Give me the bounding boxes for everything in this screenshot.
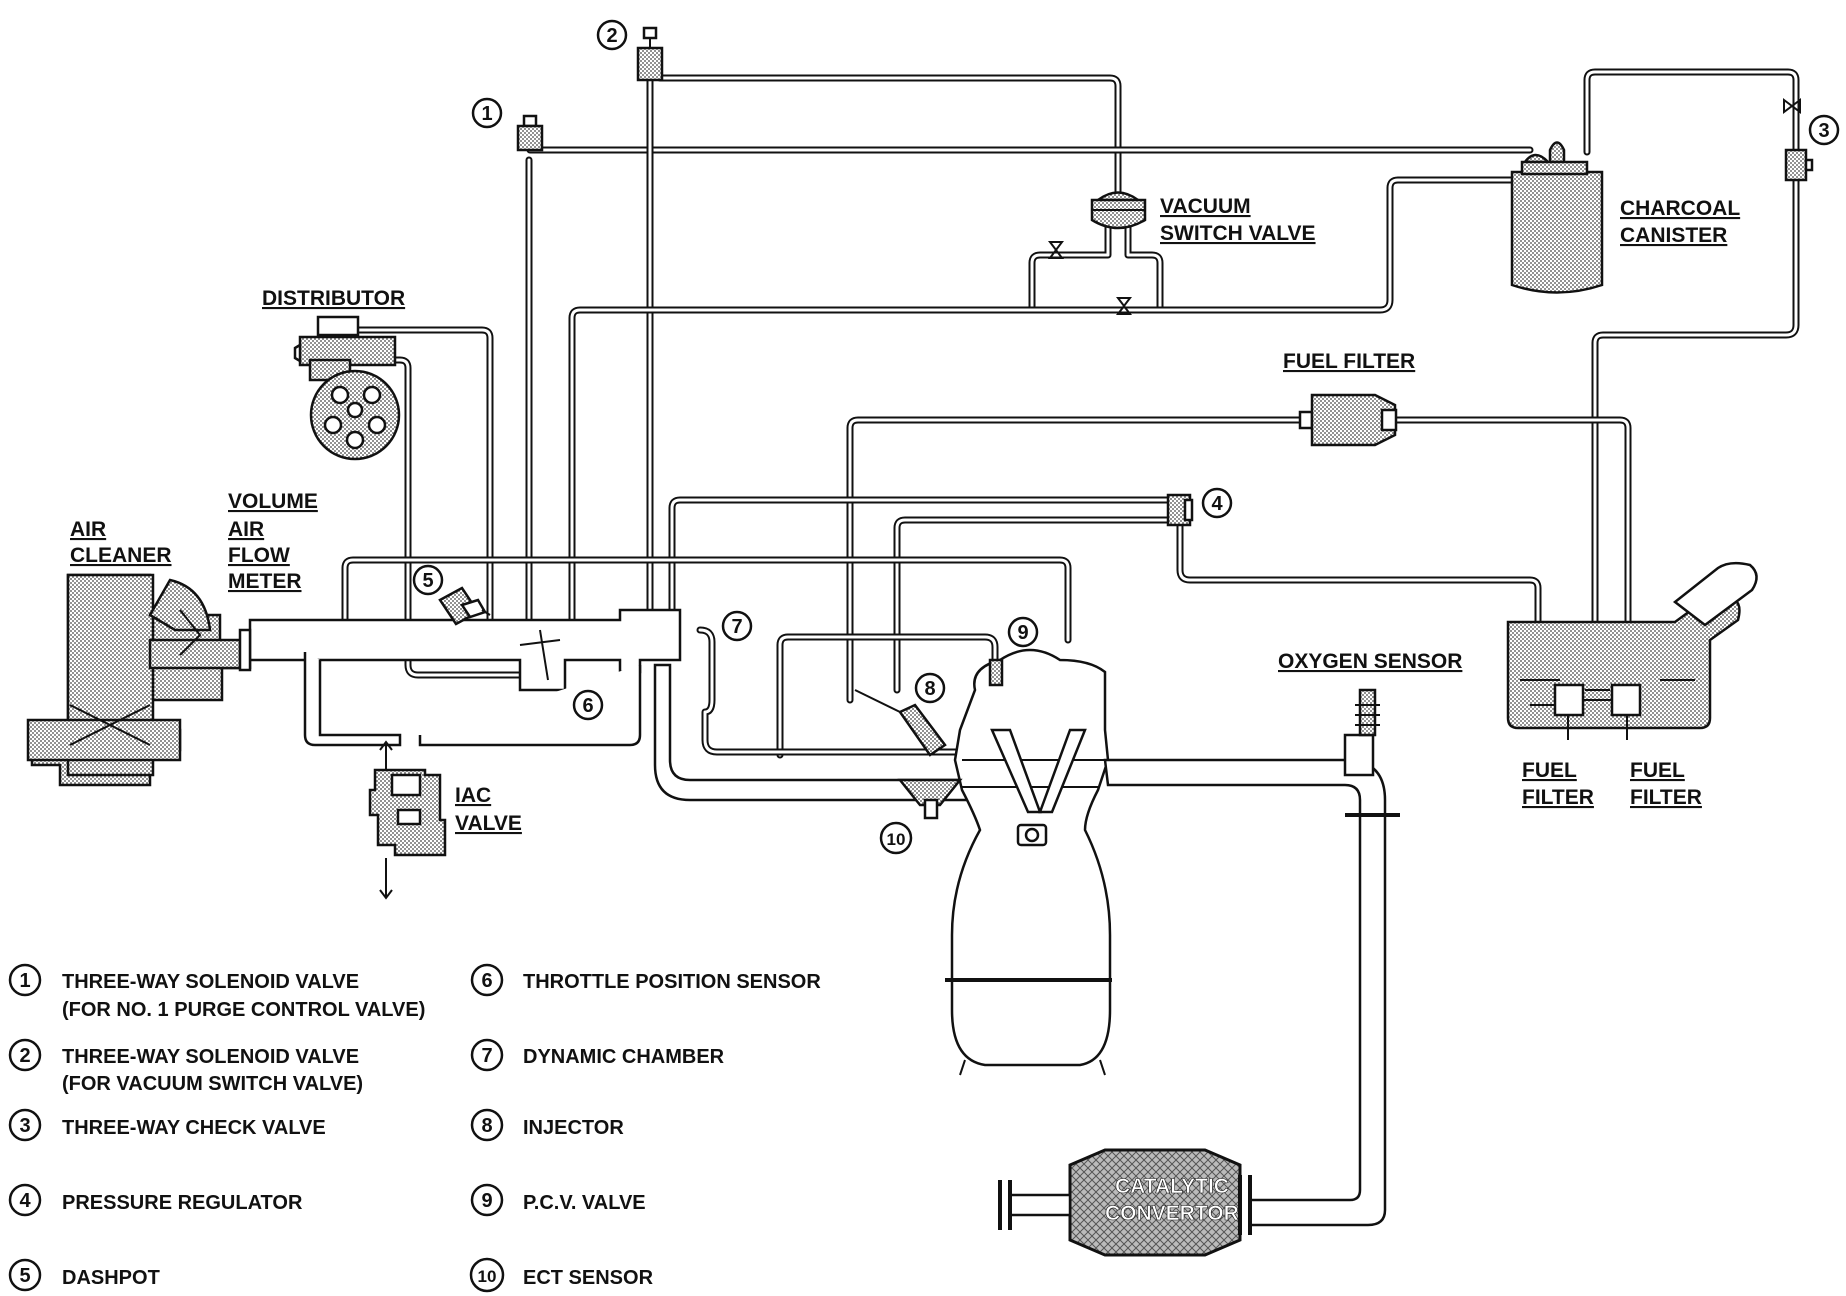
svg-text:ECT SENSOR: ECT SENSOR	[523, 1267, 654, 1289]
callout-2: 2	[596, 19, 628, 51]
three-way-check-valve	[1783, 98, 1814, 182]
svg-text:9: 9	[481, 1190, 492, 1212]
ect-sensor	[897, 778, 963, 820]
label-iac-1: IAC	[455, 784, 491, 807]
svg-text:7: 7	[481, 1045, 492, 1067]
injector	[854, 689, 947, 757]
legend-item-1: 1 THREE-WAY SOLENOID VALVE (FOR NO. 1 PU…	[8, 963, 425, 1021]
svg-text:P.C.V. VALVE: P.C.V. VALVE	[523, 1192, 646, 1214]
svg-text:8: 8	[924, 678, 935, 700]
fuel-tank	[1506, 561, 1758, 740]
label-tank-filter-left-1: FUEL	[1522, 759, 1577, 782]
label-tank-filter-left-2: FILTER	[1522, 786, 1594, 809]
svg-text:9: 9	[1017, 622, 1028, 644]
svg-text:(FOR VACUUM SWITCH VALVE): (FOR VACUUM SWITCH VALVE)	[62, 1073, 363, 1095]
label-vaf-1: VOLUME	[228, 490, 318, 513]
charcoal-canister	[1510, 141, 1604, 294]
solenoid-valve-1	[516, 114, 544, 152]
label-vaf-4: METER	[228, 570, 302, 593]
exhaust-system	[998, 688, 1400, 1257]
svg-text:THROTTLE POSITION SENSOR: THROTTLE POSITION SENSOR	[523, 971, 821, 993]
legend-item-9: 9 P.C.V. VALVE	[470, 1183, 646, 1217]
label-iac-2: VALVE	[455, 812, 522, 835]
legend-item-6: 6 THROTTLE POSITION SENSOR	[470, 963, 821, 997]
svg-text:10: 10	[887, 830, 906, 849]
callout-10: 10	[879, 821, 913, 855]
air-cleaner	[26, 573, 252, 787]
svg-text:INJECTOR: INJECTOR	[523, 1117, 624, 1139]
label-tank-filter-right-2: FILTER	[1630, 786, 1702, 809]
svg-text:(FOR NO. 1 PURGE CONTROL VALVE: (FOR NO. 1 PURGE CONTROL VALVE)	[62, 999, 425, 1021]
pressure-regulator	[1166, 493, 1194, 527]
component-labels: DISTRIBUTOR AIR CLEANER VOLUME AIR FLOW …	[70, 195, 1740, 1225]
svg-text:3: 3	[19, 1115, 30, 1137]
legend-item-2: 2 THREE-WAY SOLENOID VALVE (FOR VACUUM S…	[8, 1038, 363, 1095]
svg-text:3: 3	[1818, 120, 1829, 142]
svg-text:THREE-WAY CHECK VALVE: THREE-WAY CHECK VALVE	[62, 1117, 326, 1139]
fuel-filter-top	[1298, 393, 1398, 447]
label-air-cleaner-1: AIR	[70, 518, 106, 541]
pcv-valve	[988, 658, 1004, 687]
callout-5: 5	[412, 564, 444, 596]
label-canister-2: CANISTER	[1620, 224, 1727, 247]
callout-6: 6	[572, 689, 604, 721]
svg-text:4: 4	[19, 1190, 31, 1212]
check-valves-vsv	[1048, 241, 1132, 315]
label-vsv-1: VACUUM	[1160, 195, 1251, 218]
label-air-cleaner-2: CLEANER	[70, 544, 172, 567]
label-canister-1: CHARCOAL	[1620, 197, 1740, 220]
label-catalytic-2: CONVERTOR	[1105, 1202, 1239, 1225]
label-vaf-3: FLOW	[228, 544, 290, 567]
svg-text:DASHPOT: DASHPOT	[62, 1267, 160, 1289]
svg-text:1: 1	[481, 103, 492, 125]
svg-text:5: 5	[19, 1265, 30, 1287]
dashpot	[438, 586, 491, 626]
callout-4: 4	[1201, 487, 1233, 519]
legend: 1 THREE-WAY SOLENOID VALVE (FOR NO. 1 PU…	[8, 963, 821, 1293]
svg-text:6: 6	[582, 695, 593, 717]
label-catalytic-1: CATALYTIC	[1115, 1175, 1229, 1198]
label-vsv-2: SWITCH VALVE	[1160, 222, 1316, 245]
legend-item-4: 4 PRESSURE REGULATOR	[8, 1183, 303, 1217]
svg-text:6: 6	[481, 970, 492, 992]
label-oxygen-sensor: OXYGEN SENSOR	[1278, 650, 1462, 673]
svg-text:2: 2	[606, 25, 617, 47]
label-fuel-filter-top: FUEL FILTER	[1283, 350, 1415, 373]
distributor	[293, 315, 401, 461]
svg-text:THREE-WAY SOLENOID VALVE: THREE-WAY SOLENOID VALVE	[62, 971, 359, 993]
svg-text:10: 10	[478, 1267, 497, 1286]
iac-valve	[368, 740, 447, 900]
svg-text:THREE-WAY SOLENOID VALVE: THREE-WAY SOLENOID VALVE	[62, 1046, 359, 1068]
label-tank-filter-right-1: FUEL	[1630, 759, 1685, 782]
svg-text:1: 1	[19, 970, 30, 992]
legend-item-10: 10 ECT SENSOR	[469, 1257, 654, 1293]
svg-text:DYNAMIC CHAMBER: DYNAMIC CHAMBER	[523, 1046, 725, 1068]
callout-9: 9	[1007, 616, 1039, 648]
legend-item-8: 8 INJECTOR	[470, 1108, 624, 1142]
label-vaf-2: AIR	[228, 518, 264, 541]
vacuum-switch-valve	[1090, 191, 1147, 230]
callout-7: 7	[721, 610, 753, 642]
legend-item-7: 7 DYNAMIC CHAMBER	[470, 1038, 725, 1072]
svg-text:2: 2	[19, 1045, 30, 1067]
svg-text:7: 7	[731, 616, 742, 638]
svg-text:5: 5	[422, 570, 433, 592]
engine	[945, 648, 1112, 1076]
label-distributor: DISTRIBUTOR	[262, 287, 405, 310]
callout-1: 1	[471, 97, 503, 129]
legend-item-3: 3 THREE-WAY CHECK VALVE	[8, 1108, 326, 1142]
svg-text:PRESSURE REGULATOR: PRESSURE REGULATOR	[62, 1192, 303, 1214]
callout-3: 3	[1808, 114, 1840, 146]
hose-lines	[341, 68, 1800, 759]
solenoid-valve-2	[636, 26, 664, 82]
callouts: 1 2 3 4 5 6 7 8 9 10	[412, 19, 1840, 855]
svg-text:4: 4	[1211, 493, 1223, 515]
svg-text:8: 8	[481, 1115, 492, 1137]
callout-8: 8	[914, 672, 946, 704]
legend-item-5: 5 DASHPOT	[8, 1258, 160, 1292]
